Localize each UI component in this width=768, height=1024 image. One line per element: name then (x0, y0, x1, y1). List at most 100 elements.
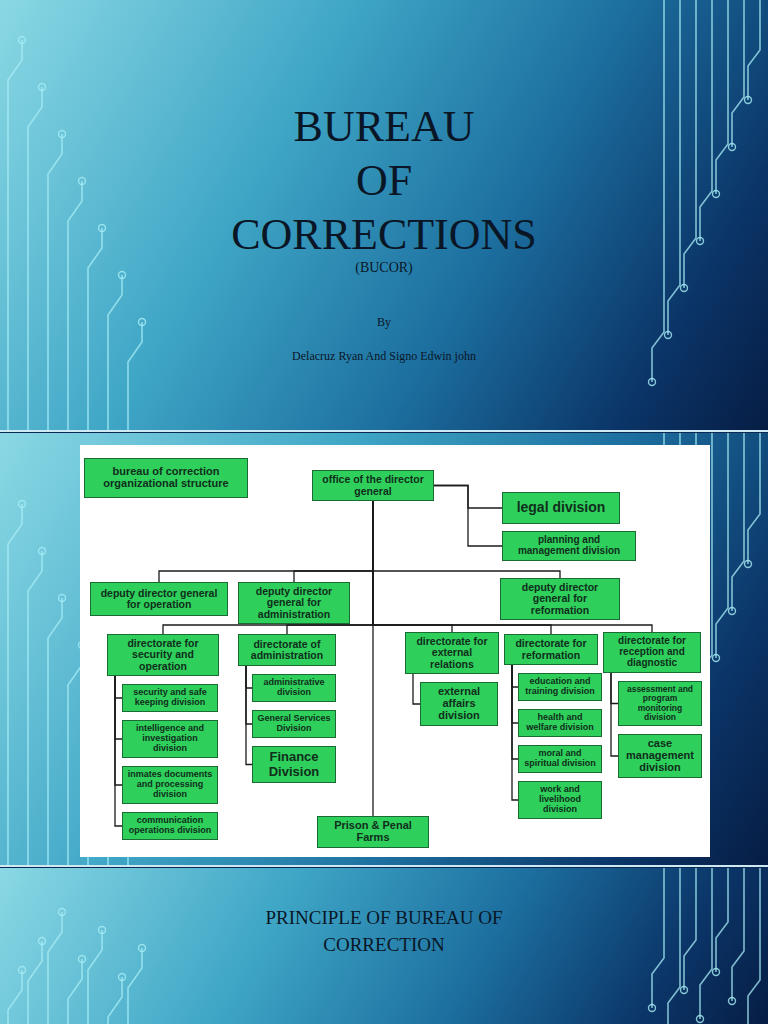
org-box: education and training division (518, 673, 602, 701)
box-label: communication operations division (126, 816, 214, 835)
box-label: moral and spiritual division (522, 749, 598, 768)
circuit-node (19, 501, 26, 508)
box-label: administrative division (256, 678, 332, 697)
circuit-line (48, 134, 62, 430)
org-box: moral and spiritual division (518, 745, 602, 773)
box-label: directorate for security and operation (111, 638, 215, 672)
circuit-node (713, 191, 720, 198)
org-connector (373, 501, 452, 632)
circuit-node (681, 987, 688, 994)
org-box: external affairs division (420, 682, 498, 726)
box-label: assessment and program monitoring divisi… (622, 685, 698, 722)
org-box: legal division (502, 492, 620, 524)
circuit-node (39, 938, 46, 945)
subtitle: (BUCOR) (284, 258, 484, 278)
circuit-line (28, 941, 42, 1024)
circuit-node (729, 144, 736, 151)
circuit-node (99, 927, 106, 934)
circuit-line (684, 0, 696, 288)
org-box: office of the director general (312, 470, 434, 501)
slide-title: BUREAU OF CORRECTIONS (84, 100, 684, 262)
circuit-node (697, 1016, 704, 1023)
org-box: directorate for external relations (405, 632, 499, 674)
circuit-node (39, 548, 46, 555)
circuit-line (128, 322, 142, 430)
circuit-line (8, 40, 22, 430)
box-label: work and livelihood division (522, 785, 598, 814)
circuit-node (119, 272, 126, 279)
org-connector (413, 674, 420, 704)
org-connector (115, 676, 122, 698)
org-connector (434, 486, 502, 547)
org-box: inmates documents and processing divisio… (122, 766, 218, 804)
author-names: Delacruz Ryan And Signo Edwin john (184, 348, 584, 365)
org-box: General Services Division (252, 710, 336, 738)
circuit-node (119, 974, 126, 981)
org-connector (159, 501, 373, 582)
box-label: planning and management division (506, 535, 632, 557)
circuit-line (668, 0, 680, 335)
circuit-line (68, 959, 82, 1024)
box-label: directorate for reformation (508, 638, 594, 661)
circuit-node (139, 945, 146, 952)
circuit-node (99, 225, 106, 232)
circuit-node (59, 131, 66, 138)
circuit-node (713, 655, 720, 662)
box-label: security and safe keeping division (126, 688, 214, 707)
circuit-node (139, 319, 146, 326)
org-box: deputy director general for operation (90, 582, 228, 616)
org-box: deputy director general for reformation (500, 578, 620, 620)
circuit-line (732, 868, 744, 1001)
box-label: health and welfare division (522, 713, 598, 732)
circuit-line (28, 551, 42, 865)
box-label: Prison & Penal Farms (321, 820, 425, 844)
circuit-node (19, 967, 26, 974)
circuit-line (716, 0, 728, 194)
box-label: General Services Division (256, 714, 332, 733)
org-box: Finance Division (252, 746, 336, 783)
box-label: Finance Division (256, 750, 332, 778)
circuit-node (79, 956, 86, 963)
circuit-line (652, 0, 664, 382)
section-heading: PRINCIPLE OF BUREAU OF CORRECTION (244, 905, 524, 958)
chart-title-box: bureau of correction organizational stru… (84, 458, 248, 498)
circuit-line (652, 868, 664, 1008)
circuit-node (745, 561, 752, 568)
org-box: health and welfare division (518, 709, 602, 737)
box-label: deputy director general for reformation (504, 582, 616, 616)
circuit-line (748, 0, 760, 100)
circuit-line (748, 868, 760, 1024)
circuit-line (8, 970, 22, 1024)
circuit-line (108, 977, 122, 1024)
circuit-node (649, 1005, 656, 1012)
box-label: office of the director general (316, 474, 430, 497)
box-label: deputy director general for administrati… (242, 586, 346, 620)
org-box: planning and management division (502, 531, 636, 561)
org-connector (115, 676, 122, 826)
unit-box: Prison & Penal Farms (317, 816, 429, 848)
org-box: assessment and program monitoring divisi… (618, 681, 702, 726)
circuit-node (39, 84, 46, 91)
circuit-line (700, 0, 712, 241)
org-box: deputy director general for administrati… (238, 582, 350, 624)
circuit-node (79, 178, 86, 185)
circuit-line (88, 930, 102, 1024)
circuit-node (713, 969, 720, 976)
circuit-line (48, 598, 62, 865)
circuit-node (59, 595, 66, 602)
circuit-line (700, 868, 712, 1019)
circuit-line (88, 228, 102, 430)
org-box: directorate for reception and diagnostic (603, 632, 701, 673)
circuit-node (59, 909, 66, 916)
circuit-node (729, 998, 736, 1005)
circuit-line (748, 433, 760, 564)
org-connector (372, 501, 373, 816)
org-box: directorate for security and operation (107, 634, 219, 676)
box-label: deputy director general for operation (94, 588, 224, 611)
slide-separator (0, 430, 768, 432)
circuit-node (665, 332, 672, 339)
circuit-node (649, 379, 656, 386)
box-label: case management division (622, 738, 698, 774)
